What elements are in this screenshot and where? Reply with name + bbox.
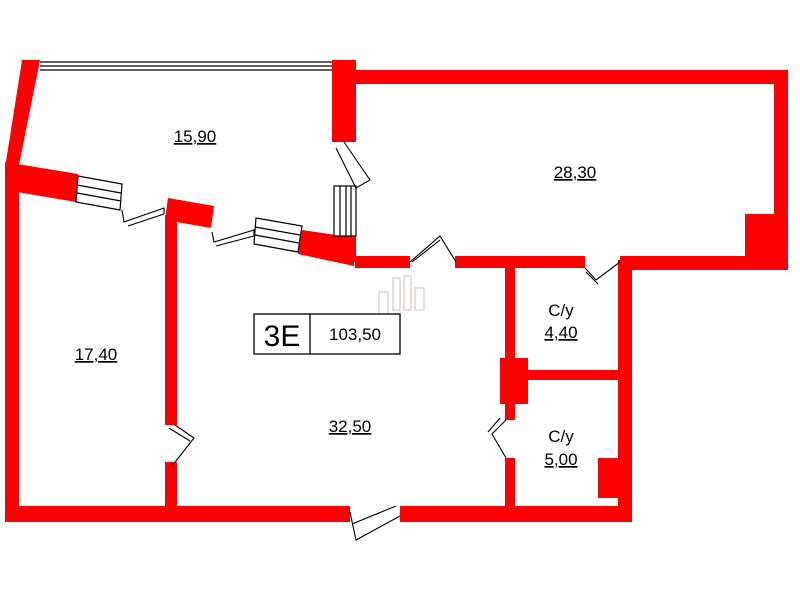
wall-d-wc-upper: [505, 260, 515, 420]
wall-wc-block: [500, 358, 528, 404]
wall-wc-right: [618, 260, 632, 522]
door-d-wc2: [491, 419, 507, 459]
unit-badge: 3E 103,50: [253, 313, 401, 355]
room-a-area: 15,90: [174, 127, 217, 146]
wall-b-bottom-left: [355, 256, 410, 268]
door-wc1: [584, 261, 621, 281]
wc-2-type: С/у: [548, 427, 574, 446]
room-c-area: 17,40: [75, 345, 118, 364]
wall-a-bottom-3: [298, 230, 356, 266]
room-b-area: 28,30: [554, 163, 597, 182]
wall-corner-block: [745, 214, 779, 260]
wall-bottom-left: [5, 506, 350, 522]
wall-left: [5, 166, 19, 522]
wall-top-right: [356, 70, 788, 84]
window-top: [40, 61, 334, 71]
wall-b-bottom-right: [620, 256, 788, 270]
window-middle: [253, 217, 303, 253]
wall-pillar-top: [332, 60, 356, 142]
door-a-left: [121, 207, 165, 227]
unit-code: 3E: [264, 320, 301, 353]
door-b-bottom: [409, 235, 457, 263]
wall-c-d-upper: [165, 215, 177, 425]
wall-b-bottom-mid: [455, 256, 585, 268]
door-entrance: [349, 511, 401, 541]
door-c-d: [171, 424, 195, 467]
wall-wc2-block: [598, 458, 620, 498]
unit-total-area: 103,50: [329, 325, 381, 344]
wall-a-bottom-1: [5, 162, 78, 202]
wall-d-wc-lower: [505, 458, 515, 514]
wall-bottom-right: [400, 506, 632, 522]
room-labels: 15,90 28,30 17,40 32,50 С/у 4,40 С/у 5,0…: [75, 127, 597, 469]
window-left: [75, 175, 123, 211]
room-d-area: 32,50: [329, 417, 372, 436]
wc-1-type: С/у: [548, 301, 574, 320]
wc-2-area: 5,00: [544, 450, 577, 469]
door-a-stairs: [335, 141, 371, 189]
wc-1-area: 4,40: [544, 323, 577, 342]
wall-c-d-lower: [165, 462, 177, 512]
walls: [5, 60, 788, 522]
doors: [121, 141, 621, 541]
door-a-mid: [211, 229, 255, 247]
wall-wc-middle: [515, 370, 625, 380]
wall-top-left-slant: [5, 60, 40, 170]
building-logo-icon: [378, 275, 425, 315]
wall-a-bottom-2: [165, 198, 214, 228]
window-stairs: [333, 185, 357, 237]
